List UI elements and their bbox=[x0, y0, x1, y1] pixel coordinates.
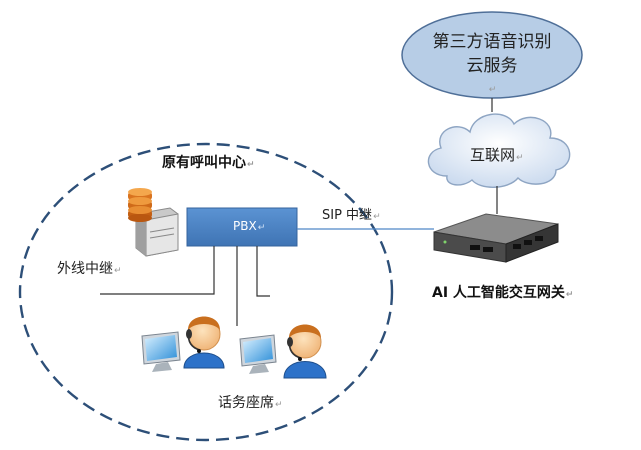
call-center-boundary bbox=[18, 142, 394, 442]
outer-trunk-label-wrap: 外线中继↵ bbox=[57, 261, 122, 277]
cloud-service-line1: 第三方语音识别 bbox=[432, 32, 552, 52]
agent-headset-icon bbox=[283, 324, 327, 379]
sip-trunk-label: SIP 中继 bbox=[322, 208, 373, 223]
agent-headset-icon bbox=[183, 316, 225, 369]
cloud-service-line2: 云服务 bbox=[466, 56, 518, 76]
internet-cloud-icon bbox=[427, 113, 571, 188]
agent-line-2 bbox=[256, 246, 270, 297]
agents-label-wrap: 话务座席↵ bbox=[218, 395, 283, 411]
server-database-icon bbox=[128, 188, 179, 257]
outer-trunk-line bbox=[100, 246, 215, 295]
internet-label: 互联网 bbox=[470, 146, 516, 164]
sip-trunk-label-wrap: SIP 中继↵ bbox=[322, 208, 381, 223]
monitor-icon bbox=[141, 331, 181, 372]
pbx-label-wrap: PBX↵ bbox=[233, 219, 266, 233]
gateway-label-wrap: AI 人工智能交互网关↵ bbox=[432, 285, 574, 301]
gateway-label: AI 人工智能交互网关 bbox=[432, 285, 565, 301]
ai-gateway-device-icon bbox=[433, 213, 559, 263]
monitor-icon bbox=[239, 334, 277, 374]
call-center-title-wrap: 原有呼叫中心↵ bbox=[162, 155, 255, 171]
pbx-box bbox=[186, 207, 298, 247]
internet-label-wrap: 互联网↵ bbox=[470, 146, 524, 164]
agents-label: 话务座席 bbox=[218, 395, 274, 411]
cloud-service-label: 第三方语音识别 云服务↵ bbox=[404, 30, 580, 102]
outer-trunk-label: 外线中继 bbox=[57, 261, 113, 277]
pbx-label: PBX bbox=[233, 219, 257, 233]
call-center-title: 原有呼叫中心 bbox=[162, 155, 246, 171]
